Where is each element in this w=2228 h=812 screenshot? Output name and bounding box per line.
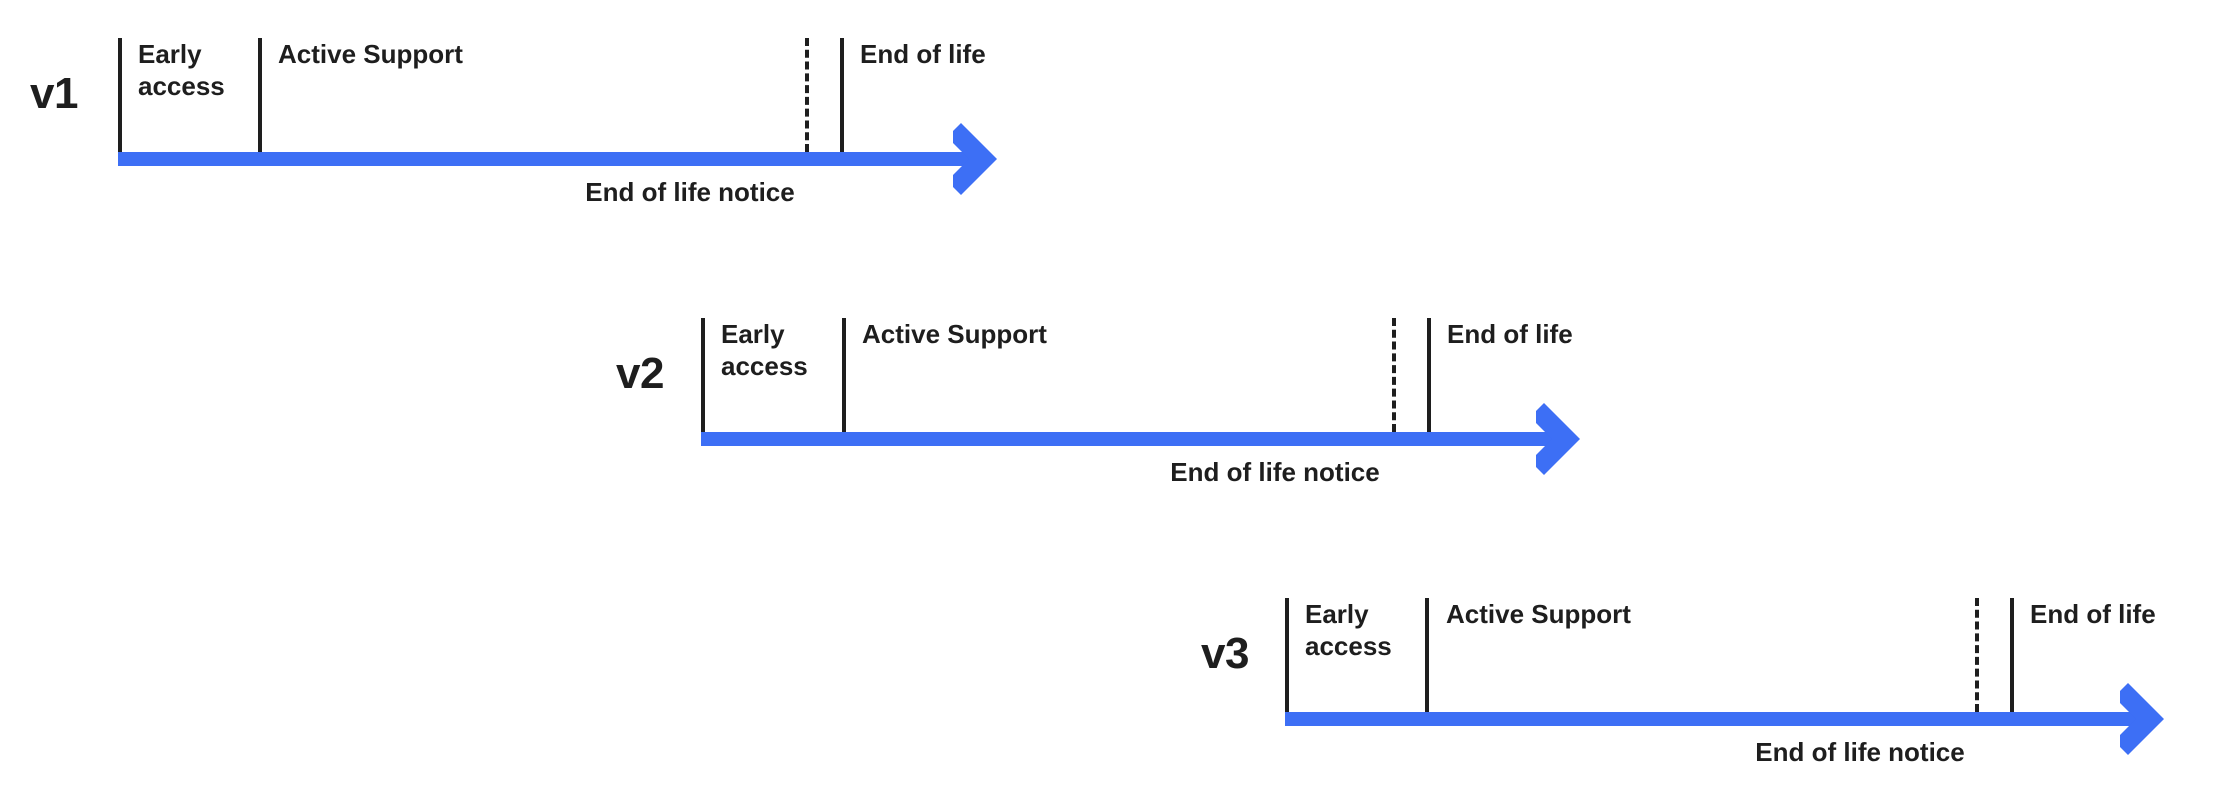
phase-label-v3-3: End of life (2030, 599, 2156, 629)
phase-divider-v2-1 (701, 318, 705, 432)
phase-label-v1-2: Active Support (278, 39, 463, 69)
phase-divider-v3-3 (2010, 598, 2014, 712)
notice-label-v1: End of life notice (585, 177, 795, 207)
phase-divider-v1-3 (840, 38, 844, 152)
phase-label-v1-3: End of life (860, 39, 986, 69)
version-label-v1: v1 (30, 69, 78, 118)
phase-label-v2-3: End of life (1447, 319, 1573, 349)
phase-label-v2-1: Early access (721, 319, 808, 381)
phase-label-v3-1: Early access (1305, 599, 1392, 661)
notice-divider-v2 (1392, 318, 1396, 432)
notice-label-v3: End of life notice (1755, 737, 1965, 767)
timeline-bar-v2 (701, 432, 1558, 446)
timeline-arrow-icon-v2 (1536, 403, 1598, 475)
phase-divider-v3-1 (1285, 598, 1289, 712)
notice-divider-v1 (805, 38, 809, 152)
notice-divider-v3 (1975, 598, 1979, 712)
phase-label-v3-2: Active Support (1446, 599, 1631, 629)
timeline-bar-v3 (1285, 712, 2142, 726)
phase-divider-v3-2 (1425, 598, 1429, 712)
phase-label-v1-1: Early access (138, 39, 225, 101)
notice-label-v2: End of life notice (1170, 457, 1380, 487)
timeline-arrow-icon-v1 (953, 123, 1015, 195)
phase-label-v2-2: Active Support (862, 319, 1047, 349)
version-label-v3: v3 (1201, 629, 1249, 678)
timeline-arrow-icon-v3 (2120, 683, 2182, 755)
phase-divider-v1-2 (258, 38, 262, 152)
version-label-v2: v2 (616, 349, 664, 398)
phase-divider-v2-2 (842, 318, 846, 432)
timeline-bar-v1 (118, 152, 975, 166)
phase-divider-v2-3 (1427, 318, 1431, 432)
phase-divider-v1-1 (118, 38, 122, 152)
